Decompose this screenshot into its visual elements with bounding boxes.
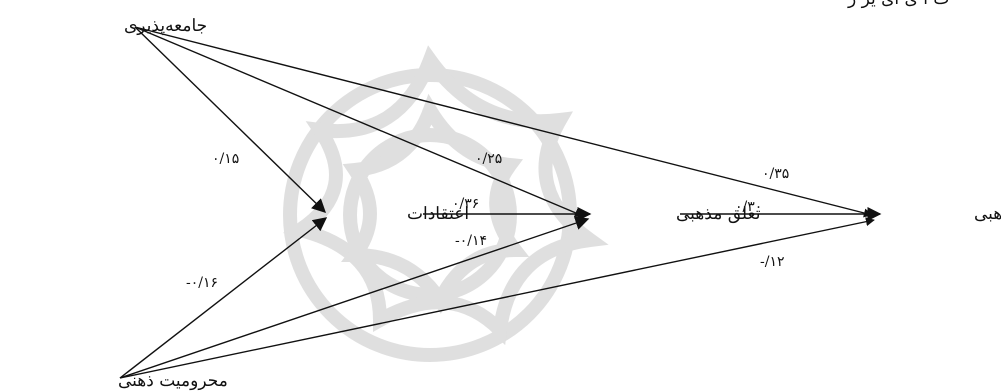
coef-socialization-practices: ۰/۳۵: [762, 166, 789, 182]
nodes: جامعه‌پذیری محرومیت ذهنی اعتقادات تعلق م…: [118, 16, 1001, 391]
node-deprivation: محرومیت ذهنی: [118, 371, 228, 391]
coef-socialization-attachment: ۰/۲۵: [475, 151, 502, 167]
coefficients: ۰/۱۵ ۰/۲۵ ۰/۳۵ ۰/۳۶ ۰/۳۰ -۰/۱۶ -۰/۱۴ -/۱…: [186, 151, 789, 291]
coef-beliefs-attachment: ۰/۳۶: [452, 196, 479, 212]
coef-deprivation-attachment: -۰/۱۴: [455, 233, 487, 249]
edge-socialization-attachment: [134, 26, 584, 217]
coef-deprivation-beliefs: -۰/۱۶: [186, 275, 218, 291]
top-text-fragment: ت ا ی ای یر ر: [847, 0, 949, 9]
watermark-ornament: [282, 45, 609, 362]
coef-deprivation-practices: -/۱۲: [760, 254, 785, 270]
node-attachment: تعلق مذهبی: [676, 204, 761, 224]
node-socialization: جامعه‌پذیری: [124, 16, 207, 36]
node-practices: اعمال مذهبی: [974, 204, 1001, 224]
edge-deprivation-beliefs: [119, 217, 328, 379]
coef-socialization-beliefs: ۰/۱۵: [212, 151, 239, 167]
edge-socialization-practices: [134, 26, 873, 218]
edge-deprivation-practices: [119, 217, 875, 379]
edge-deprivation-attachment: [119, 216, 590, 379]
edge-socialization-beliefs: [134, 26, 327, 213]
edges: [119, 26, 882, 379]
node-beliefs: اعتقادات: [407, 204, 469, 224]
coef-attachment-practices: ۰/۳۰: [735, 199, 762, 215]
